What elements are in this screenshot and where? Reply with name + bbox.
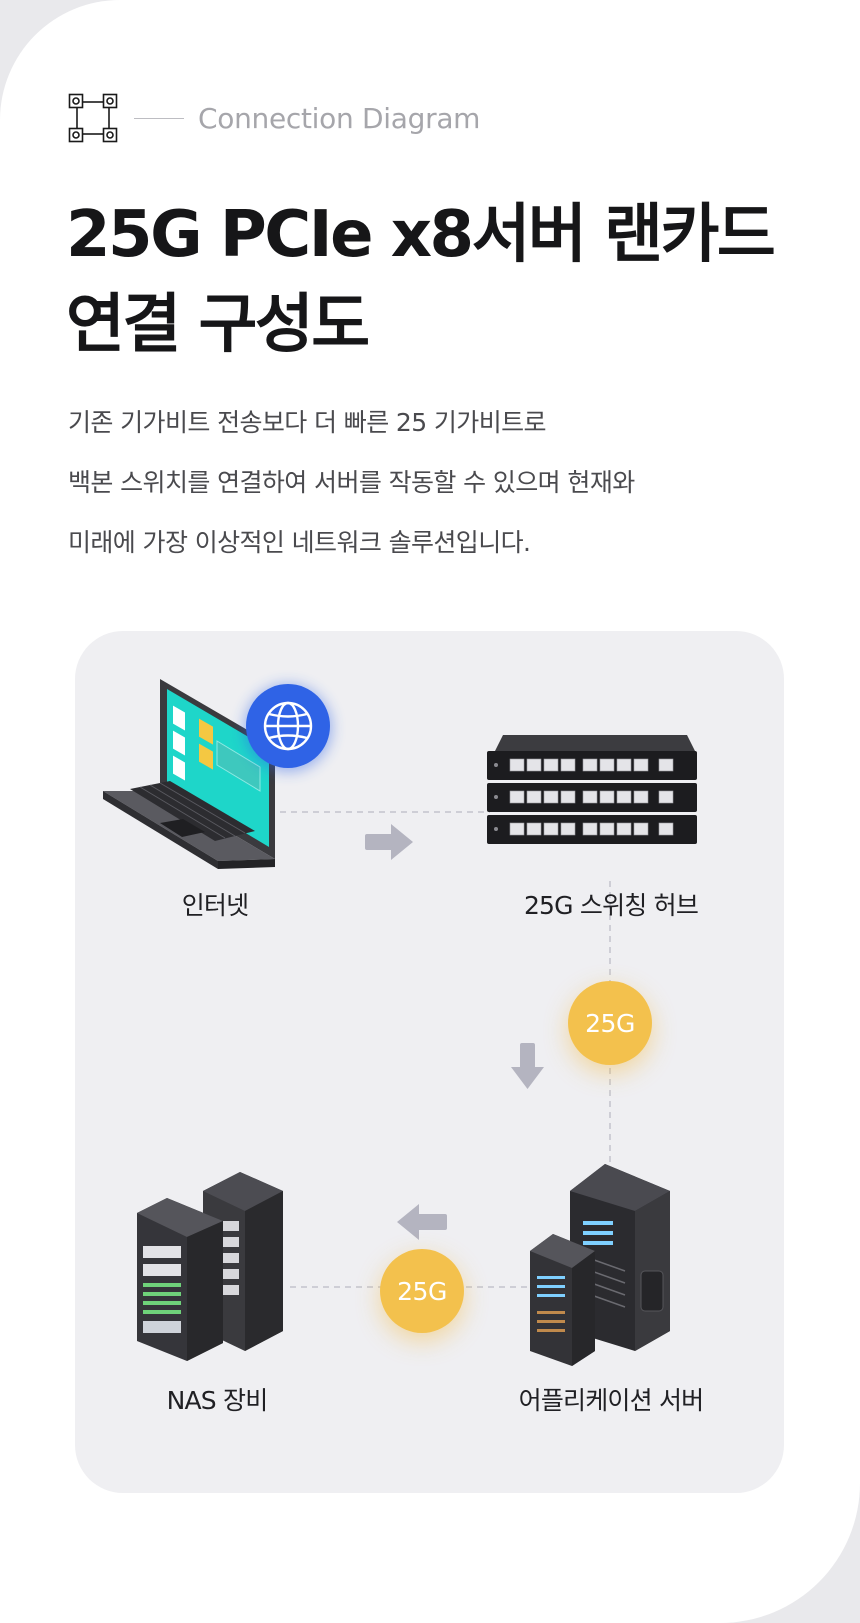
page-title: 25G PCIe x8서버 랜카드 연결 구성도 [66, 190, 826, 370]
speed-badge-switch-server: 25G [568, 981, 652, 1065]
arrow-down-icon [511, 1043, 544, 1089]
application-server-icon [530, 1164, 670, 1366]
arrow-right-icon [365, 824, 413, 860]
connection-diagram [103, 679, 697, 1366]
title-line-1: 25G PCIe x8서버 랜카드 [66, 198, 776, 272]
arrow-left-icon [397, 1204, 447, 1240]
speed-badge-server-nas: 25G [380, 1249, 464, 1333]
description-line-3: 미래에 가장 이상적인 네트워크 솔루션입니다. [68, 528, 531, 557]
node-label-internet: 인터넷 [181, 891, 249, 920]
switch-hub-icon [487, 735, 697, 844]
description-line-2: 백본 스위치를 연결하여 서버를 작동할 수 있으며 현재와 [68, 468, 635, 497]
node-label-app-server: 어플리케이션 서버 [518, 1386, 705, 1415]
title-line-2: 연결 구성도 [66, 288, 370, 362]
node-label-nas: NAS 장비 [166, 1386, 269, 1415]
description: 기존 기가비트 전송보다 더 빠른 25 기가비트로 백본 스위치를 연결하여 … [68, 393, 828, 573]
eyebrow-divider [134, 117, 184, 119]
section-eyebrow: Connection Diagram [68, 92, 480, 144]
diagram-frame-icon [68, 93, 118, 143]
description-line-1: 기존 기가비트 전송보다 더 빠른 25 기가비트로 [68, 408, 547, 437]
globe-icon [244, 684, 332, 772]
nas-icon [137, 1172, 283, 1361]
node-label-switch: 25G 스위칭 허브 [523, 891, 699, 920]
diagram-panel: 25G 25G 인터넷 25G 스위칭 허브 NAS 장비 어플리케이션 서버 [75, 631, 784, 1493]
eyebrow-label: Connection Diagram [198, 101, 481, 135]
laptop-icon [103, 679, 275, 869]
